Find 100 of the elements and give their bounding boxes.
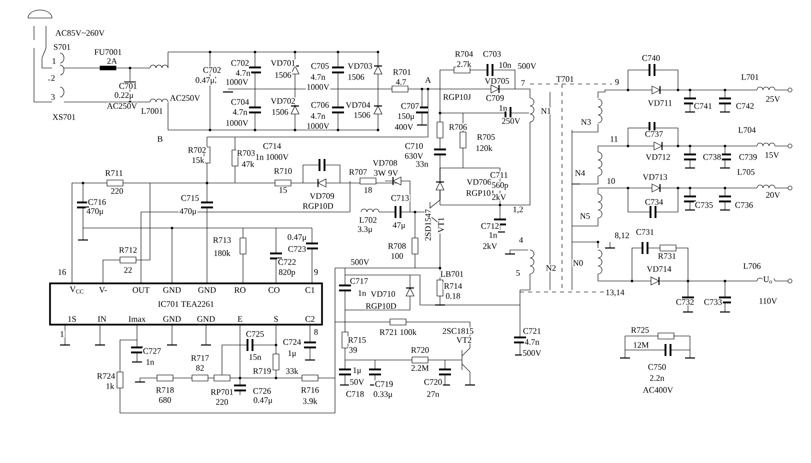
component-label: 1506 bbox=[274, 71, 292, 79]
component-label: 1n 1000V bbox=[254, 153, 290, 161]
component-label: 1n bbox=[357, 289, 367, 297]
component-label: 2A bbox=[106, 57, 118, 65]
component-label: 470μ bbox=[86, 208, 104, 216]
component-label: R725 bbox=[630, 326, 650, 334]
component-label: R720 bbox=[410, 346, 430, 354]
component-label: R721 100k bbox=[378, 328, 418, 336]
component-label: N5 bbox=[579, 212, 591, 220]
component-label: R712 bbox=[118, 246, 138, 254]
component-label: 50V bbox=[348, 378, 366, 386]
pin-label: 1S bbox=[68, 316, 76, 322]
component-label: C724 bbox=[282, 338, 302, 346]
component-label: 25V bbox=[764, 95, 782, 103]
component-label: 0.18 bbox=[444, 292, 462, 300]
component-label: 1000V bbox=[306, 122, 330, 130]
component-label: 100 bbox=[390, 252, 404, 260]
component-label: 1n bbox=[488, 231, 498, 239]
component-label: R703 bbox=[236, 149, 256, 157]
component-label: 9 bbox=[313, 268, 319, 276]
component-label: R718 bbox=[155, 386, 175, 394]
component-label: N1 bbox=[540, 107, 552, 115]
component-label: 0.22μ bbox=[114, 92, 134, 100]
component-label: 47μ bbox=[392, 222, 406, 230]
component-label: N2 bbox=[545, 264, 557, 272]
component-label: 2.7k bbox=[456, 60, 472, 68]
component-label: R704 bbox=[454, 50, 474, 58]
component-label: 18 bbox=[363, 186, 373, 194]
component-label: C711 bbox=[489, 171, 509, 179]
component-label: R706 bbox=[448, 123, 468, 131]
component-label: 1 bbox=[59, 330, 65, 338]
component-label: R715 bbox=[347, 336, 367, 344]
component-label: C709 bbox=[485, 94, 505, 102]
component-label: C719 bbox=[374, 380, 394, 388]
component-label: 1000V bbox=[306, 83, 330, 91]
component-label: 2kV bbox=[482, 242, 498, 250]
component-label: C736 bbox=[734, 201, 754, 209]
component-label: R710 bbox=[273, 167, 293, 175]
component-label: L704 bbox=[737, 126, 757, 134]
component-label: C734 bbox=[644, 198, 664, 206]
component-label: B bbox=[156, 135, 164, 143]
component-label: AC400V bbox=[642, 386, 674, 394]
component-label: 15V bbox=[764, 151, 780, 159]
component-label: C731 bbox=[635, 228, 655, 236]
component-label: VD710 bbox=[370, 290, 396, 298]
component-label: 27n bbox=[426, 390, 440, 398]
component-label: R724 bbox=[96, 372, 116, 380]
component-label: 1μ bbox=[352, 366, 362, 376]
pin-label: C2 bbox=[305, 316, 314, 322]
component-label: C721 bbox=[522, 327, 542, 335]
component-label: 3W 9V bbox=[372, 169, 400, 177]
component-label: R719 bbox=[252, 367, 272, 375]
component-label: N3 bbox=[580, 118, 592, 126]
component-label: L701 bbox=[740, 73, 760, 81]
component-label: 2kV bbox=[490, 193, 508, 201]
component-label: 4 bbox=[518, 236, 524, 244]
component-label: 680 bbox=[158, 396, 172, 404]
component-label: 4.7n bbox=[310, 112, 326, 120]
component-label: R716 bbox=[300, 386, 320, 394]
component-label: C718 bbox=[345, 390, 365, 398]
component-label: 47k bbox=[240, 160, 256, 168]
component-label: 4.7n bbox=[232, 108, 248, 116]
component-label: 2SD1547 bbox=[424, 208, 432, 242]
component-label: VD703 bbox=[346, 62, 374, 70]
component-label: 120k bbox=[474, 144, 494, 152]
component-label: 1,2 bbox=[512, 206, 524, 214]
component-label: 470μ bbox=[178, 208, 198, 216]
component-label: R702 bbox=[187, 146, 207, 154]
component-label: 33n bbox=[414, 160, 430, 168]
component-label: VD711 bbox=[647, 99, 673, 107]
component-label: 10n bbox=[498, 61, 512, 69]
pin-label: GND bbox=[197, 316, 215, 322]
component-label: 4.7 bbox=[394, 78, 408, 86]
component-label: 500V bbox=[516, 62, 538, 70]
pin-label: GND bbox=[163, 287, 181, 293]
component-label: 820p bbox=[278, 268, 296, 278]
component-label: 630V bbox=[404, 152, 424, 160]
component-label: VD713 bbox=[642, 173, 668, 181]
component-label: 1 bbox=[51, 57, 57, 65]
component-label: RGP10J bbox=[442, 93, 472, 101]
pin-label: GND bbox=[198, 287, 216, 293]
component-label: VT1 bbox=[437, 216, 445, 234]
component-label: VD706 bbox=[466, 178, 492, 186]
component-label: VT2 bbox=[456, 336, 472, 344]
pin-label: GND bbox=[163, 316, 181, 322]
component-label: RGP10D bbox=[364, 302, 398, 310]
component-label: 15k bbox=[190, 156, 206, 164]
component-label: XS701 bbox=[52, 113, 76, 121]
component-label: R731 bbox=[657, 252, 677, 260]
component-label: 11 bbox=[609, 135, 619, 143]
component-label: 13,14 bbox=[604, 288, 626, 298]
component-label: 500V bbox=[350, 258, 370, 266]
component-label: C735 bbox=[694, 201, 714, 209]
component-label: 1506 bbox=[346, 73, 366, 81]
pin-label: V- bbox=[99, 287, 107, 293]
component-label: C703 bbox=[482, 50, 502, 58]
pin-label: RO bbox=[234, 287, 246, 293]
component-label: 110V bbox=[758, 297, 778, 305]
component-label: R714 bbox=[443, 282, 463, 290]
component-label: 82 bbox=[195, 364, 205, 372]
